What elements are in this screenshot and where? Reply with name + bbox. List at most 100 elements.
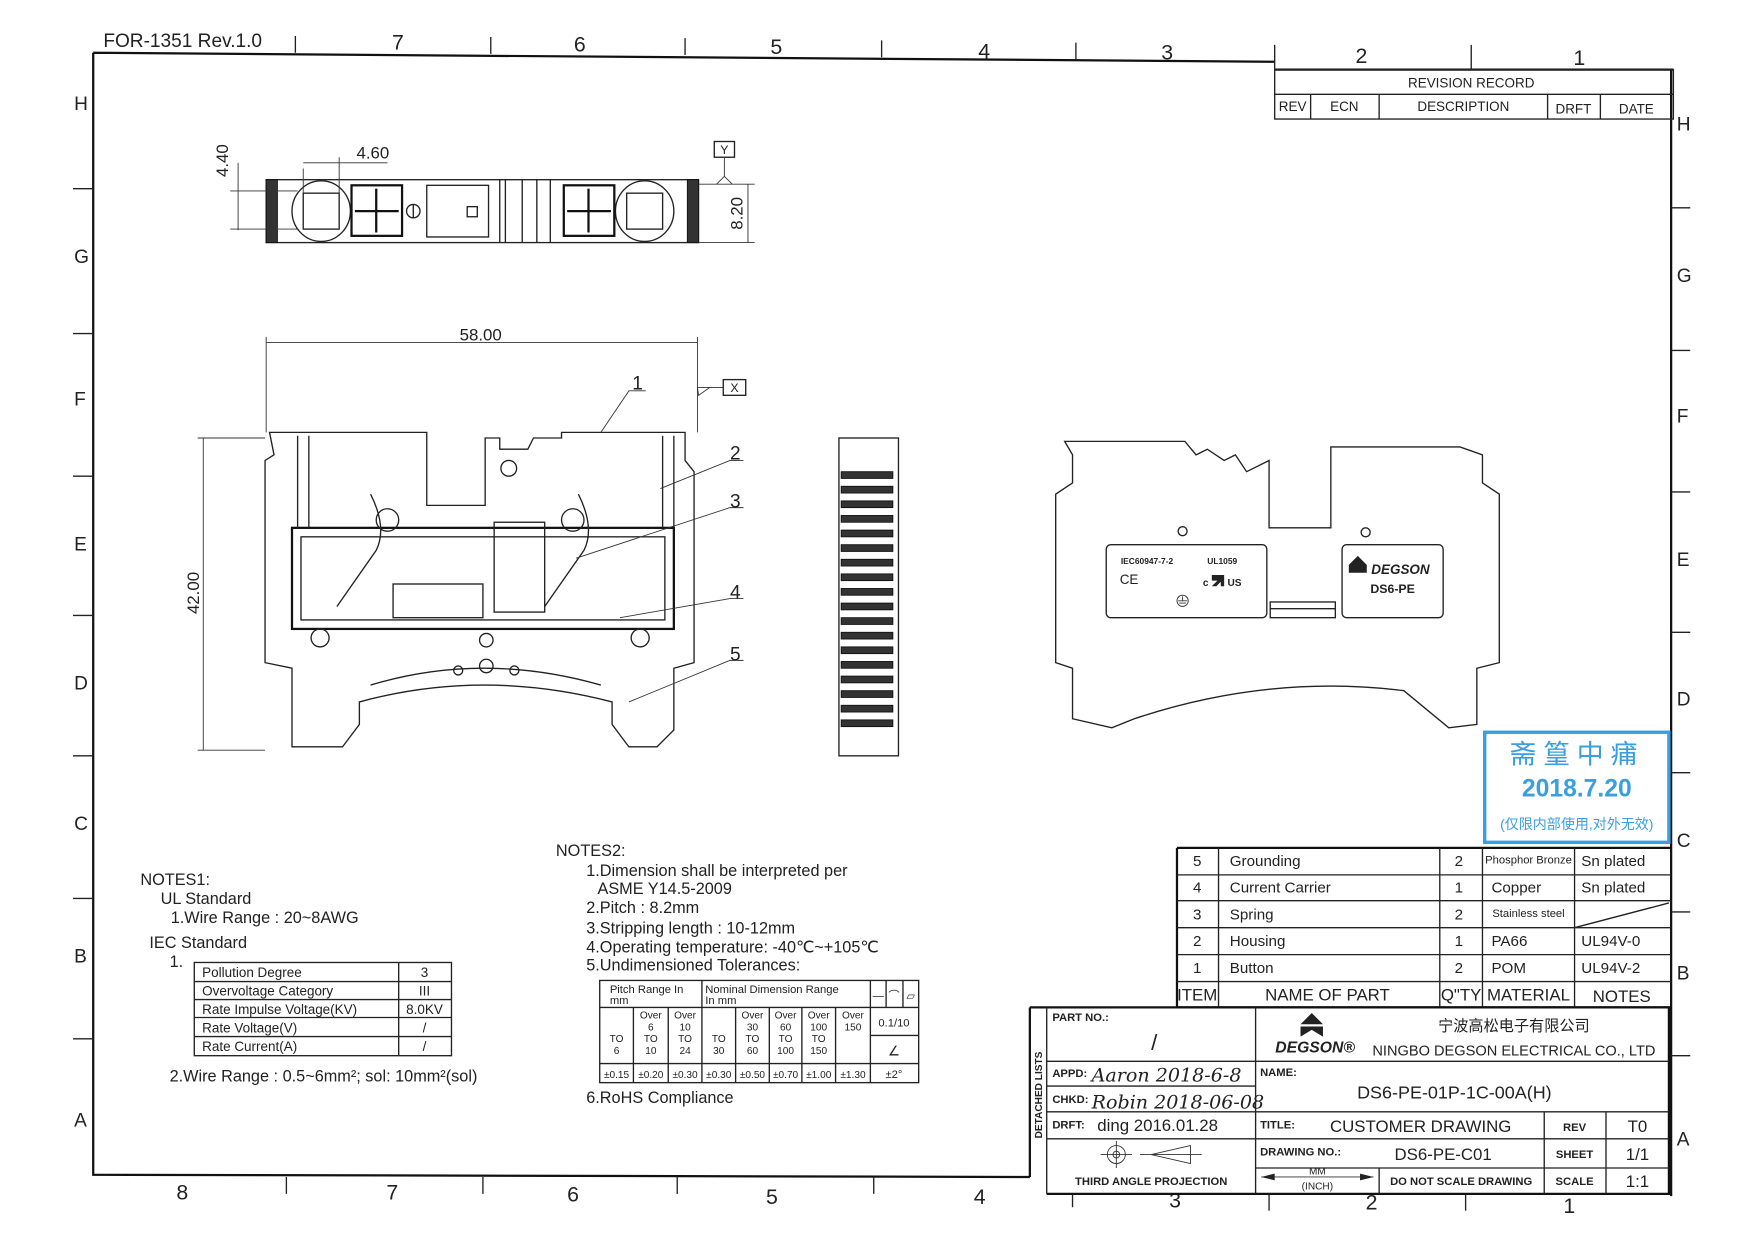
callout-1: 1 (632, 374, 643, 395)
tolerance-range-text: Over (775, 1011, 798, 1022)
zone-left-a: A (74, 1110, 87, 1131)
drawing-frame (73, 35, 1691, 1211)
zone-top-7: 7 (392, 30, 404, 54)
part-item: 4 (1193, 880, 1201, 897)
part-name: Current Carrier (1230, 880, 1331, 897)
iec-row-label: Rate Current(A) (202, 1039, 297, 1054)
rev-value: T0 (1628, 1117, 1648, 1136)
nominal-header-1: Nominal Dimension Range (705, 984, 838, 996)
zone-bottom-3: 3 (1169, 1188, 1181, 1212)
zone-right-h: H (1677, 114, 1691, 135)
zone-left-b: B (74, 946, 87, 967)
chkd-label: CHKD: (1052, 1094, 1088, 1106)
side-fin (840, 588, 894, 596)
side-fin (840, 646, 894, 655)
iec-row-value: 3 (421, 965, 428, 980)
dim-top-width: 4.60 (356, 143, 389, 162)
degson-logo-icon (1348, 555, 1367, 573)
front-view: 58.00 42.00 1 2 3 4 5 X (184, 325, 747, 751)
tolerance-range-text: 10 (679, 1022, 691, 1033)
iec-wire-range: 2.Wire Range : 0.5~6mm²; sol: 10mm²(sol) (170, 1068, 478, 1086)
notes2-line-2: ASME Y14.5-2009 (597, 880, 731, 898)
label-model: DS6-PE (1370, 582, 1415, 596)
approval-stamp: 斋篁中痡 2018.7.20 (仅限内部使用,对外无效) (1483, 730, 1671, 844)
zone-top-3: 3 (1161, 41, 1173, 65)
notes2-line-1: 1.Dimension shall be interpreted per (586, 862, 848, 880)
part-no-value: / (1151, 1030, 1158, 1055)
zone-labels-right: H G F E D C B A (1677, 114, 1692, 1150)
side-fin (840, 661, 894, 669)
drawing-no-label: DRAWING NO.: (1260, 1147, 1341, 1159)
ul-mark-us: US (1228, 578, 1242, 589)
zone-bottom-2: 2 (1366, 1191, 1378, 1215)
ul-wire-range: 1.Wire Range : 20~8AWG (171, 909, 359, 927)
notes1: NOTES1: UL Standard 1.Wire Range : 20~8A… (140, 871, 477, 1086)
profile-symbol: ⌒ (888, 990, 899, 1003)
tolerance-range-text: 10 (645, 1046, 657, 1057)
flatness-symbol: ▱ (906, 991, 915, 1003)
part-material: Phosphor Bronze (1485, 855, 1572, 867)
side-fin (840, 690, 894, 698)
units-inch: (INCH) (1302, 1181, 1333, 1192)
part-material: PA66 (1491, 933, 1527, 950)
appd-label: APPD: (1052, 1068, 1087, 1080)
tolerance-range-text: 100 (777, 1046, 794, 1057)
part-material: Copper (1491, 880, 1541, 897)
iec-row-value: / (423, 1039, 427, 1054)
part-item: 2 (1193, 933, 1201, 950)
flatness-value: 0.1/10 (878, 1017, 909, 1029)
pitch-header-2: mm (610, 995, 629, 1007)
tolerance-range-text: TO (746, 1034, 760, 1045)
zone-left-g: G (74, 247, 89, 268)
revision-col-ecn: ECN (1330, 99, 1358, 114)
revision-record-table: REVISION RECORD REV ECN DESCRIPTION DRFT… (1274, 68, 1675, 120)
part-qty: 1 (1455, 933, 1463, 950)
zone-left-d: D (74, 674, 88, 695)
zone-labels-top: 7 6 5 4 3 2 1 (392, 30, 1585, 70)
tolerance-value: ±1.30 (840, 1070, 866, 1081)
ul-mark-c: c (1203, 578, 1209, 589)
part-qty: 1 (1455, 880, 1463, 897)
part-name: Grounding (1230, 853, 1301, 870)
stamp-note: (仅限内部使用,对外无效) (1500, 816, 1653, 832)
part-notes: UL94V-2 (1581, 960, 1640, 977)
iec-standard: IEC Standard (149, 934, 247, 952)
part-name: Button (1230, 960, 1274, 977)
side-fin (840, 485, 894, 494)
tolerance-range-text: TO (678, 1034, 692, 1045)
callout-2: 2 (730, 443, 741, 464)
drft-label: DRFT: (1052, 1120, 1084, 1132)
name-label: NAME: (1260, 1067, 1297, 1079)
dim-overall-height: 42.00 (184, 572, 203, 614)
do-not-scale-label: DO NOT SCALE DRAWING (1390, 1176, 1532, 1188)
appd-signature: Aaron 2018-6-8 (1090, 1064, 1242, 1087)
zone-bottom-7: 7 (386, 1180, 398, 1204)
title-value: CUSTOMER DRAWING (1330, 1117, 1511, 1136)
tolerance-range-text: 6 (648, 1022, 654, 1033)
tolerance-range-text: TO (610, 1034, 624, 1045)
tolerance-value: ±0.30 (672, 1070, 698, 1081)
revision-col-date: DATE (1619, 101, 1654, 116)
projection-label: THIRD ANGLE PROJECTION (1075, 1176, 1227, 1188)
iec-row-value: / (423, 1021, 427, 1036)
dim-top-pitch: 8.20 (727, 197, 746, 230)
callout-3: 3 (730, 492, 741, 513)
datum-y: Y (720, 143, 728, 157)
revision-record-title: REVISION RECORD (1408, 76, 1535, 91)
parts-header-item: ITEM (1177, 986, 1217, 1005)
part-item: 3 (1193, 906, 1201, 923)
rev-label: REV (1563, 1122, 1587, 1134)
chkd-signature: Robin 2018-06-08 (1091, 1090, 1265, 1113)
side-fin (840, 529, 894, 538)
iec-row-label: Rate Impulse Voltage(KV) (202, 1002, 357, 1017)
part-no-label: PART NO.: (1052, 1012, 1109, 1024)
part-item: 1 (1193, 960, 1201, 977)
notes2-heading: NOTES2: (556, 842, 626, 860)
zone-bottom-1: 1 (1563, 1194, 1575, 1218)
side-fin (840, 704, 894, 713)
